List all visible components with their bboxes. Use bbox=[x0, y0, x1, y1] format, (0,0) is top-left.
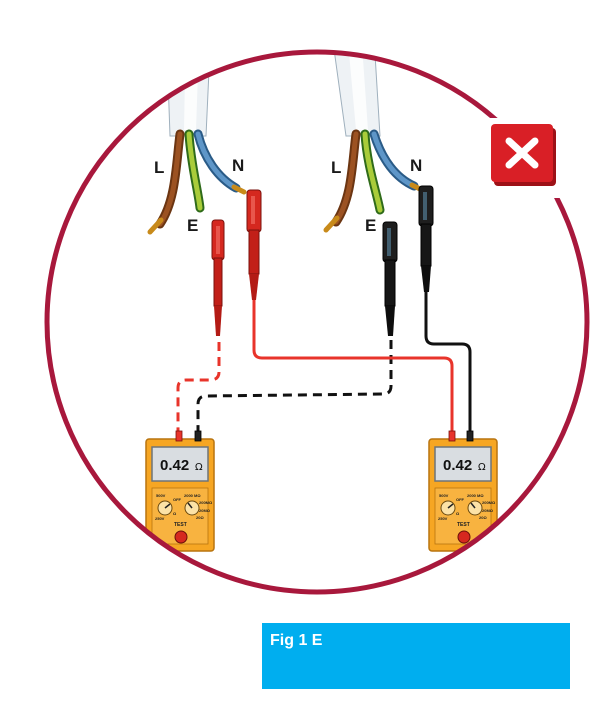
meter-right-dial-left-label-0: 500V bbox=[439, 493, 449, 498]
meter-left-dial-right-label-2: 20MΩ bbox=[199, 508, 211, 513]
right-earth-label: E bbox=[365, 216, 376, 235]
incorrect-badge bbox=[484, 118, 560, 198]
left-cable: L N E bbox=[147, 52, 247, 235]
lead-right-red-solid bbox=[252, 300, 454, 440]
probe-left-neutral-red bbox=[246, 189, 262, 300]
probe-right-neutral-black bbox=[418, 185, 434, 292]
lead-right-black-solid bbox=[424, 292, 472, 440]
right-line-label: L bbox=[331, 158, 341, 177]
meter-right-test-button[interactable] bbox=[457, 530, 471, 544]
left-line-label: L bbox=[154, 158, 164, 177]
meter-left: 0.42 Ω 500V OFF 250V Ω 2000 MΩ 200MΩ 20M… bbox=[145, 430, 215, 552]
left-neutral-label: N bbox=[232, 156, 244, 175]
meter-left-test-button[interactable] bbox=[174, 530, 188, 544]
meter-right-dial-left-label-1: OFF bbox=[456, 497, 465, 502]
meter-right-dial-right-label-1: 200MΩ bbox=[482, 500, 496, 505]
meter-right-test-label: TEST bbox=[457, 522, 470, 528]
meter-left-dial-left-label-0: 500V bbox=[156, 493, 166, 498]
meter-right-dial-right-label-0: 2000 MΩ bbox=[467, 493, 484, 498]
right-neutral-label: N bbox=[410, 156, 422, 175]
meter-left-test-label: TEST bbox=[174, 522, 187, 528]
figure-caption-box: Fig 1 E bbox=[262, 623, 570, 689]
meter-left-unit: Ω bbox=[195, 462, 203, 473]
frame-ring bbox=[44, 49, 590, 595]
meter-left-dial-right-label-1: 200MΩ bbox=[199, 500, 213, 505]
meter-right-dial-right-label-2: 20MΩ bbox=[482, 508, 494, 513]
meter-right-unit: Ω bbox=[478, 462, 486, 473]
meter-right-dial-left-label-3: Ω bbox=[456, 511, 460, 516]
cross-icon bbox=[505, 137, 539, 169]
meter-left-dial-left-label-2: 250V bbox=[155, 516, 165, 521]
meter-left-dial-right-label-0: 2000 MΩ bbox=[184, 493, 201, 498]
meter-left-reading: 0.42 bbox=[160, 457, 189, 474]
probe-left-earth-red bbox=[211, 219, 225, 336]
right-cable: L N E bbox=[323, 52, 425, 235]
meter-right-reading: 0.42 bbox=[443, 457, 472, 474]
meter-right-dial-left-label-2: 250V bbox=[438, 516, 448, 521]
lead-left-red-dashed bbox=[176, 342, 221, 440]
meter-right-dial-right-label-3: 20Ω bbox=[479, 515, 487, 520]
figure-caption: Fig 1 E bbox=[270, 632, 323, 649]
lead-left-black-dashed bbox=[196, 340, 393, 440]
left-earth-label: E bbox=[187, 216, 198, 235]
probe-right-earth-black bbox=[382, 221, 398, 336]
meter-left-dial-right-label-3: 20Ω bbox=[196, 515, 204, 520]
meter-right: 0.42 Ω 500V OFF 250V Ω 2000 MΩ 200MΩ 20M… bbox=[428, 430, 498, 552]
meter-left-dial-left-label-1: OFF bbox=[173, 497, 182, 502]
meter-left-dial-left-label-3: Ω bbox=[173, 511, 177, 516]
